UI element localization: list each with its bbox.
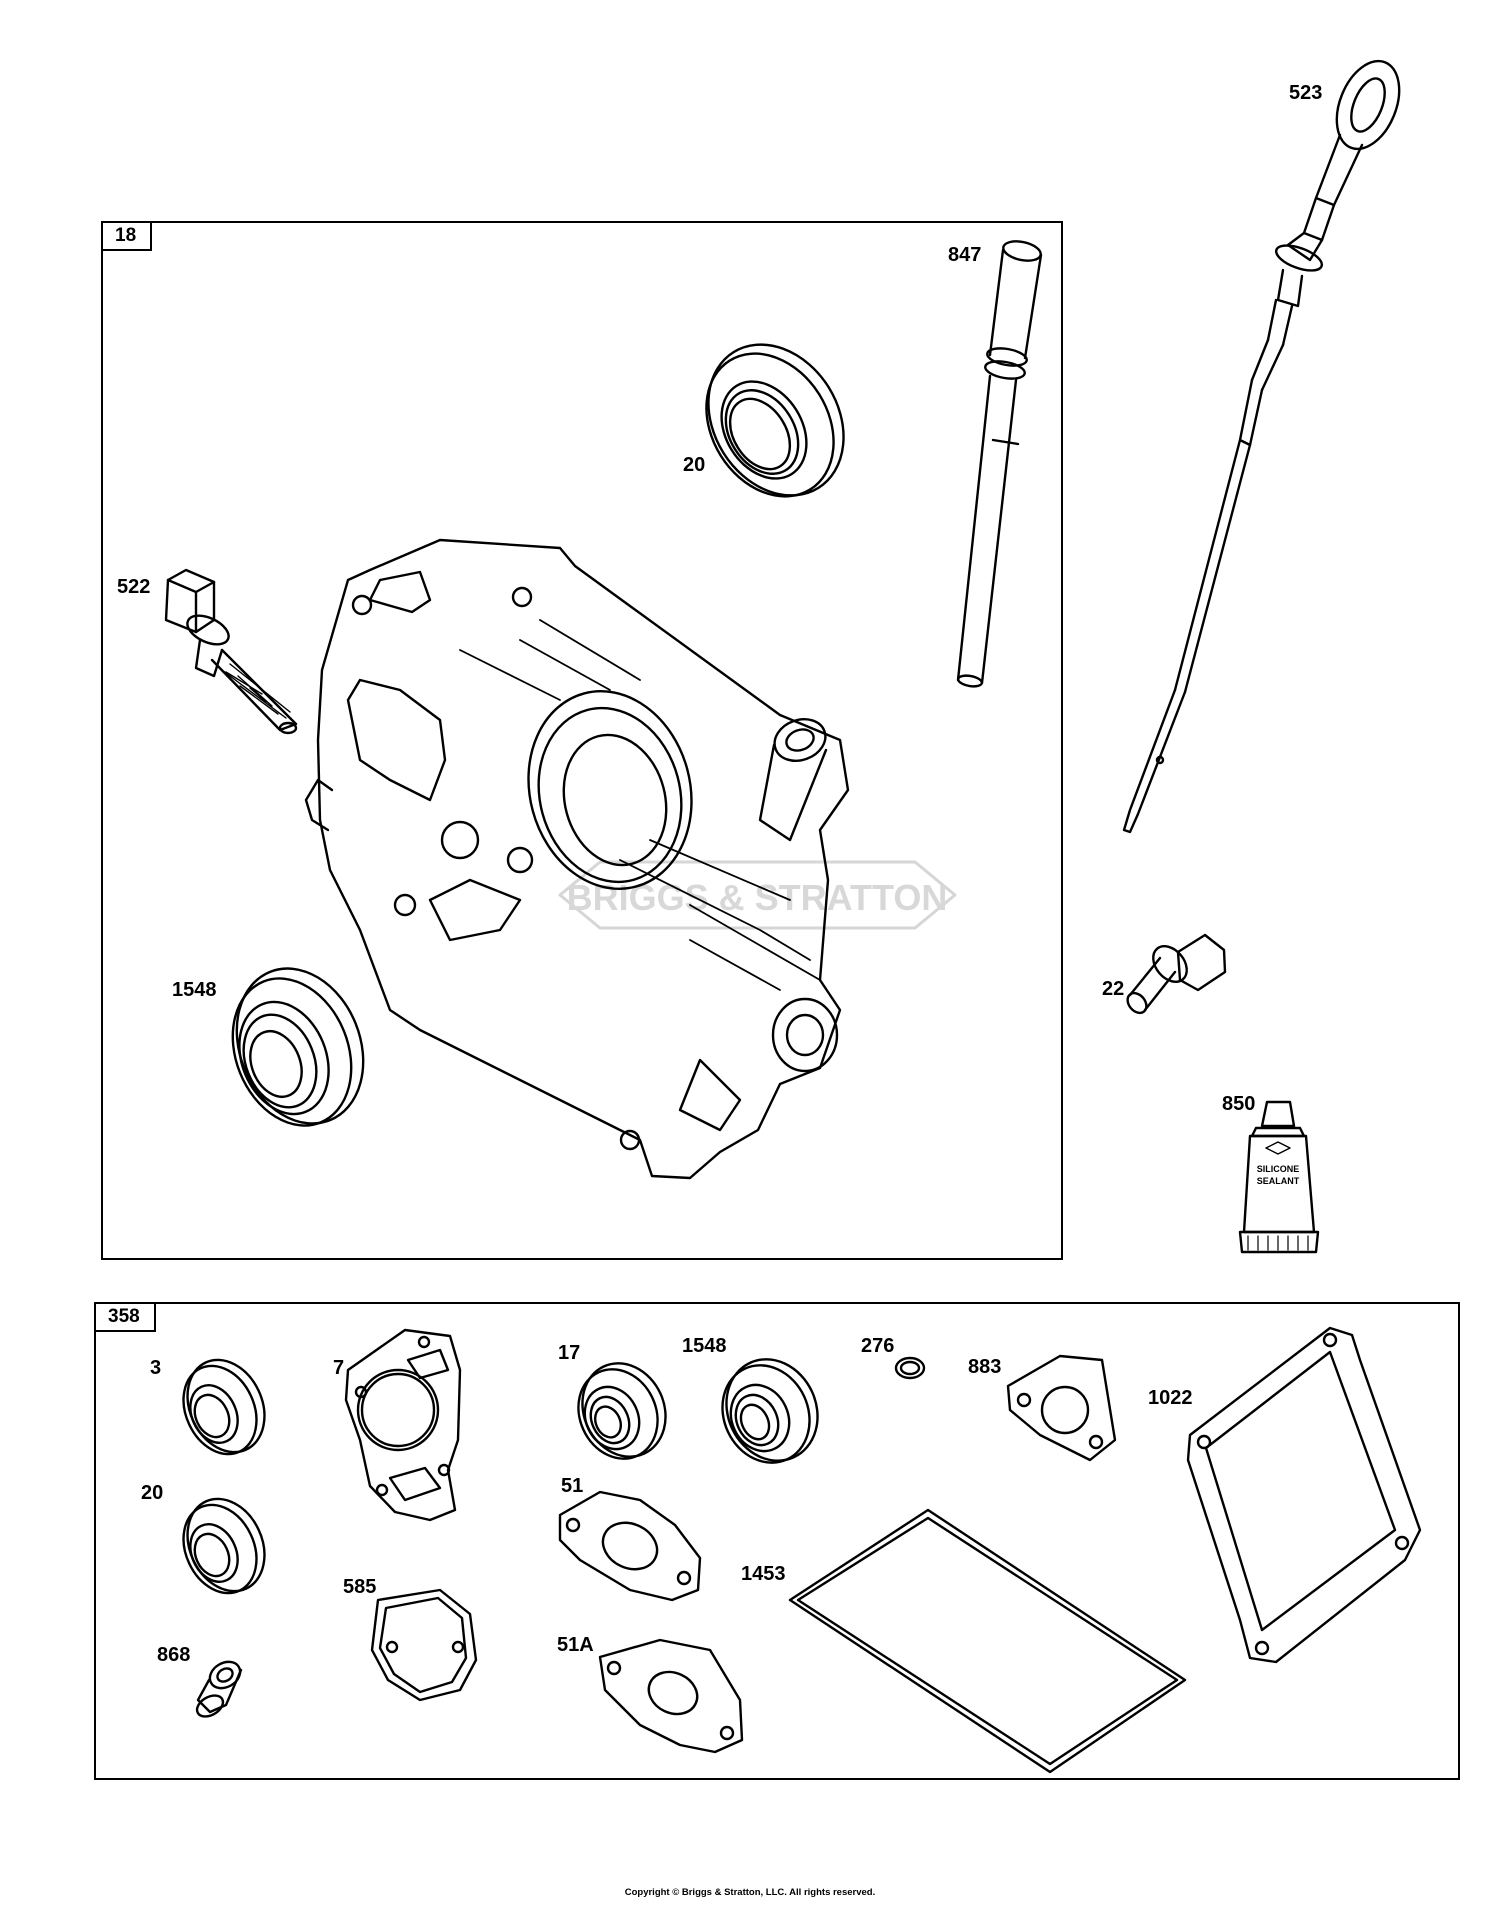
ball-bearing-1548-top bbox=[231, 967, 365, 1127]
callout-51a: 51A bbox=[557, 1634, 594, 1656]
callout-17: 17 bbox=[558, 1342, 581, 1364]
callout-868: 868 bbox=[157, 1644, 191, 1666]
flange-bolt-22 bbox=[1126, 933, 1227, 1015]
svg-text:SEALANT: SEALANT bbox=[1257, 1176, 1300, 1186]
callout-1548-top: 1548 bbox=[172, 979, 217, 1001]
callout-1548-kit: 1548 bbox=[682, 1335, 727, 1357]
callout-585: 585 bbox=[343, 1576, 377, 1598]
group-tag-18: 18 bbox=[103, 223, 153, 251]
callout-276: 276 bbox=[861, 1335, 895, 1357]
callout-22: 22 bbox=[1102, 978, 1125, 1000]
gasket-set-frame: 358 bbox=[94, 1302, 1460, 1780]
callout-850: 850 bbox=[1222, 1093, 1256, 1115]
group-tag-358: 358 bbox=[96, 1304, 156, 1332]
oil-screen-522 bbox=[164, 568, 298, 735]
intake-gasket-51 bbox=[558, 1490, 702, 1602]
svg-text:SILICONE: SILICONE bbox=[1257, 1164, 1300, 1174]
callout-20-top: 20 bbox=[683, 454, 706, 476]
dipstick-tube-847 bbox=[956, 240, 1043, 688]
callout-20-kit: 20 bbox=[141, 1482, 164, 1504]
ball-bearing-17 bbox=[577, 1362, 667, 1460]
copyright-footer: Copyright © Briggs & Stratton, LLC. All … bbox=[624, 1887, 876, 1898]
valve-seal-868 bbox=[195, 1660, 243, 1718]
gasket-1022 bbox=[1186, 1326, 1422, 1664]
crankcase-cover bbox=[304, 538, 850, 1180]
callout-7: 7 bbox=[333, 1357, 345, 1379]
ball-bearing-1548-kit bbox=[721, 1358, 819, 1464]
valve-cover-gasket-585 bbox=[370, 1588, 478, 1702]
watermark-logo: BRIGGS & STRATTON bbox=[558, 860, 957, 930]
o-ring-276 bbox=[894, 1356, 926, 1380]
head-gasket-7 bbox=[344, 1328, 462, 1522]
callout-1022: 1022 bbox=[1148, 1387, 1193, 1409]
oil-seal-20-kit bbox=[182, 1497, 266, 1595]
callout-883: 883 bbox=[968, 1356, 1002, 1378]
oil-seal-20-top bbox=[705, 343, 845, 498]
callout-1453: 1453 bbox=[741, 1563, 786, 1585]
callout-523: 523 bbox=[1289, 82, 1323, 104]
callout-3: 3 bbox=[150, 1357, 162, 1379]
gasket-883 bbox=[1006, 1354, 1117, 1462]
engine-group-frame: 18 bbox=[101, 221, 1063, 1260]
callout-847: 847 bbox=[948, 244, 982, 266]
callout-522: 522 bbox=[117, 576, 151, 598]
gasket-51a bbox=[598, 1638, 744, 1754]
callout-51: 51 bbox=[561, 1475, 584, 1497]
silicone-tube-850: SILICONE SEALANT bbox=[1238, 1100, 1320, 1254]
oil-seal-3 bbox=[182, 1358, 266, 1456]
seal-ring-1453 bbox=[788, 1508, 1187, 1774]
dipstick-523 bbox=[1122, 59, 1401, 834]
watermark-text: BRIGGS & STRATTON bbox=[567, 877, 948, 918]
